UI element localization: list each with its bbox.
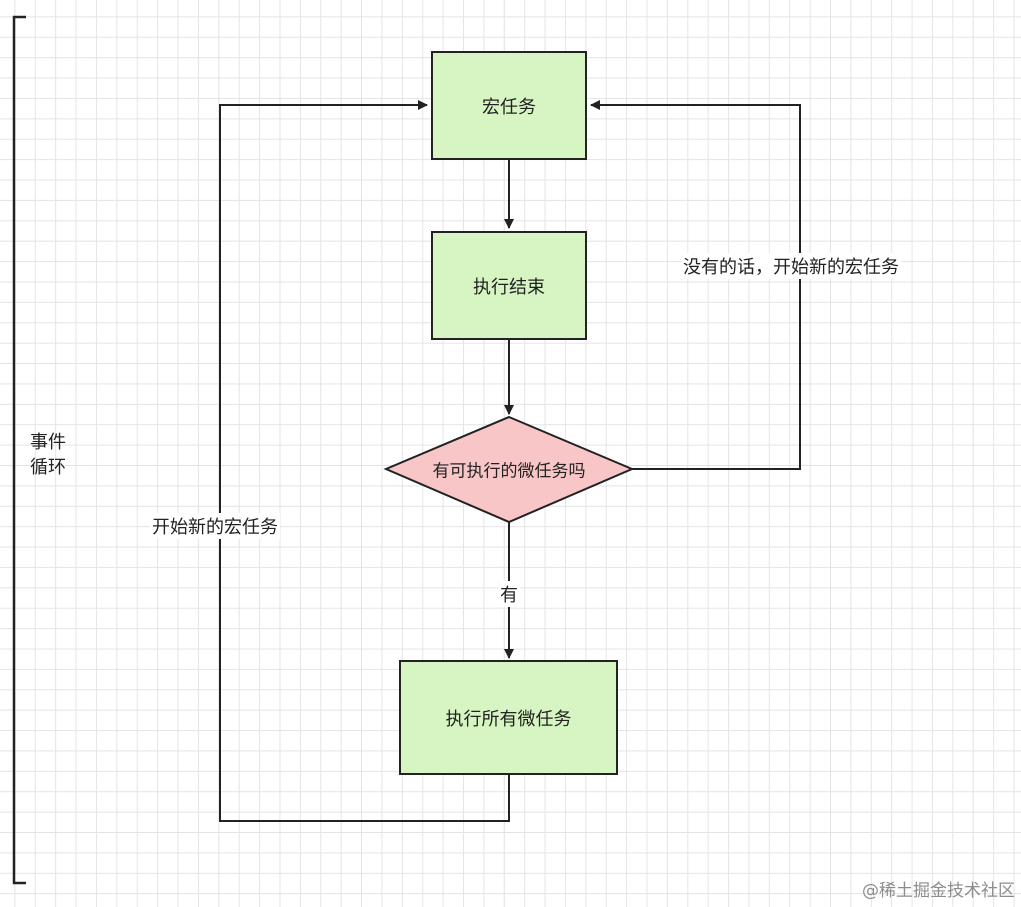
node-run-all-micro-tasks: 执行所有微任务 <box>399 660 618 775</box>
edge-label-yes: 有 <box>498 581 520 607</box>
node-macro-task: 宏任务 <box>431 51 587 160</box>
event-loop-bracket <box>12 15 26 885</box>
bracket-label-line1: 事件 <box>30 432 66 453</box>
decision-diamond <box>383 415 635 524</box>
watermark: @稀土掘金技术社区 <box>862 881 1015 901</box>
node-has-micro-tasks-label: 有可执行的微任务吗 <box>432 461 586 482</box>
edge-restart-loop <box>219 100 510 822</box>
edge-label-start-new: 开始新的宏任务 <box>150 513 280 539</box>
bracket-label-line2: 循环 <box>30 457 66 478</box>
edge-no-loop <box>590 100 801 470</box>
edge-label-no-start-new: 没有的话，开始新的宏任务 <box>681 253 901 279</box>
node-execution-end: 执行结束 <box>431 231 587 340</box>
